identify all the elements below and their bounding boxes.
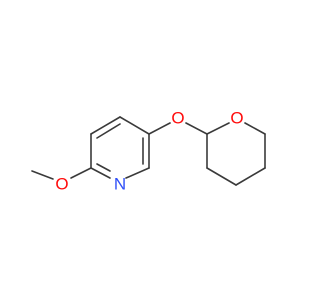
ether-oxygen-label: O	[171, 109, 184, 128]
bond-c2prime-ringo	[206, 122, 230, 135]
bond-methyl-o	[31, 170, 54, 180]
bond-n-c6	[125, 167, 150, 179]
structure-canvas: O N O O	[31, 108, 266, 194]
bond-o-c2	[70, 167, 92, 179]
molecule-diagram: O N O O	[31, 109, 266, 194]
methoxy-oxygen-label: O	[55, 175, 68, 194]
bond-c5prime-c4prime	[235, 167, 266, 186]
bond-c5-o	[148, 122, 171, 135]
bond-c5-c4	[119, 116, 150, 135]
atom-labels: O N O O	[55, 109, 243, 194]
pyridine-nitrogen-label: N	[114, 175, 126, 194]
bond-ringo-c6prime	[244, 122, 266, 135]
bond-c2-n	[90, 167, 111, 179]
bond-c2-n-inner	[96, 163, 111, 172]
bond-c4-c3	[90, 116, 121, 135]
bond-c4prime-c3prime	[206, 167, 237, 186]
ring-oxygen-label: O	[230, 109, 243, 128]
bond-c4-c3-inner	[96, 123, 121, 139]
bond-o-c2prime	[185, 122, 208, 135]
bonds	[31, 116, 266, 186]
